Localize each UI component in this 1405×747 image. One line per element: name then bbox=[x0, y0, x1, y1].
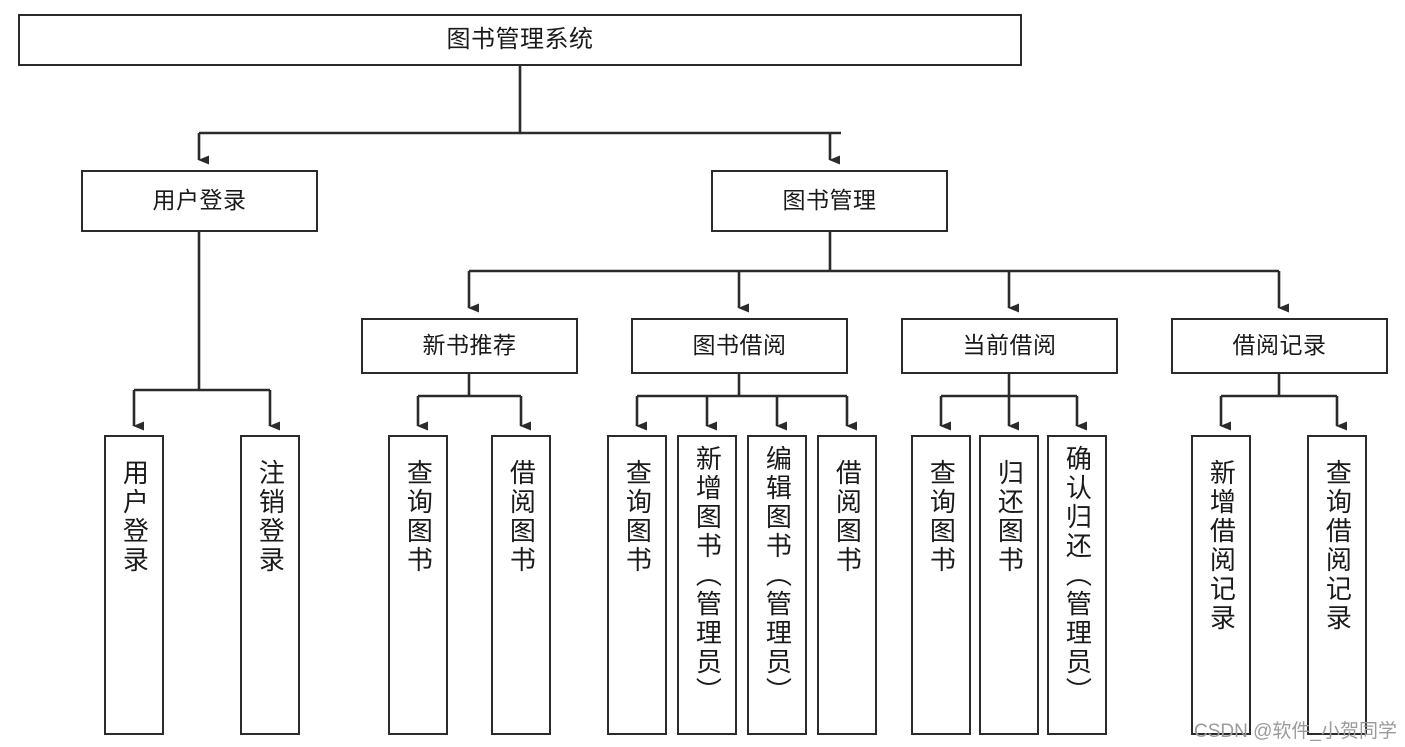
node-label: 借阅图书 bbox=[506, 459, 537, 575]
node-label: 用户登录 bbox=[119, 459, 150, 575]
node-leaf-query-book-2[interactable]: 查询图书 bbox=[607, 435, 667, 735]
node-leaf-edit-book[interactable]: 编辑图书（管理员） bbox=[747, 435, 807, 735]
node-new-book-recommend[interactable]: 新书推荐 bbox=[361, 318, 578, 374]
node-label: 编辑图书（管理员） bbox=[762, 445, 793, 706]
node-label: 查询图书 bbox=[926, 459, 957, 575]
node-label: 借阅图书 bbox=[832, 459, 863, 575]
node-label: 查询图书 bbox=[403, 459, 434, 575]
node-label: 当前借阅 bbox=[962, 332, 1057, 359]
node-label: 新增图书（管理员） bbox=[692, 445, 723, 706]
node-leaf-confirm-return[interactable]: 确认归还（管理员） bbox=[1047, 435, 1107, 735]
node-leaf-add-record[interactable]: 新增借阅记录 bbox=[1191, 435, 1251, 735]
node-leaf-add-book[interactable]: 新增图书（管理员） bbox=[677, 435, 737, 735]
node-leaf-query-record[interactable]: 查询借阅记录 bbox=[1307, 435, 1367, 735]
node-leaf-query-book-3[interactable]: 查询图书 bbox=[911, 435, 971, 735]
node-label: 新书推荐 bbox=[422, 332, 517, 359]
node-book-borrow[interactable]: 图书借阅 bbox=[631, 318, 848, 374]
node-root-system[interactable]: 图书管理系统 bbox=[18, 14, 1022, 66]
node-label: 查询图书 bbox=[622, 459, 653, 575]
node-book-management[interactable]: 图书管理 bbox=[711, 170, 948, 232]
node-leaf-borrow-book-1[interactable]: 借阅图书 bbox=[491, 435, 551, 735]
node-current-borrow[interactable]: 当前借阅 bbox=[901, 318, 1118, 374]
node-label: 查询借阅记录 bbox=[1322, 459, 1353, 633]
node-user-login[interactable]: 用户登录 bbox=[81, 170, 318, 232]
node-leaf-user-login[interactable]: 用户登录 bbox=[104, 435, 164, 735]
node-borrow-record[interactable]: 借阅记录 bbox=[1171, 318, 1388, 374]
csdn-watermark: CSDN @软件_小贺同学 bbox=[1194, 721, 1397, 742]
node-label: 确认归还（管理员） bbox=[1062, 445, 1093, 706]
node-leaf-return-book[interactable]: 归还图书 bbox=[979, 435, 1039, 735]
node-label: 图书借阅 bbox=[692, 332, 787, 359]
node-leaf-borrow-book-2[interactable]: 借阅图书 bbox=[817, 435, 877, 735]
node-label: 图书管理 bbox=[782, 187, 877, 214]
node-label: 用户登录 bbox=[152, 187, 247, 214]
node-label: 注销登录 bbox=[255, 459, 286, 575]
node-label: 新增借阅记录 bbox=[1206, 459, 1237, 633]
node-label: 图书管理系统 bbox=[446, 25, 594, 53]
node-leaf-query-book-1[interactable]: 查询图书 bbox=[388, 435, 448, 735]
node-label: 归还图书 bbox=[994, 459, 1025, 575]
node-leaf-logout-login[interactable]: 注销登录 bbox=[240, 435, 300, 735]
node-label: 借阅记录 bbox=[1232, 332, 1327, 359]
